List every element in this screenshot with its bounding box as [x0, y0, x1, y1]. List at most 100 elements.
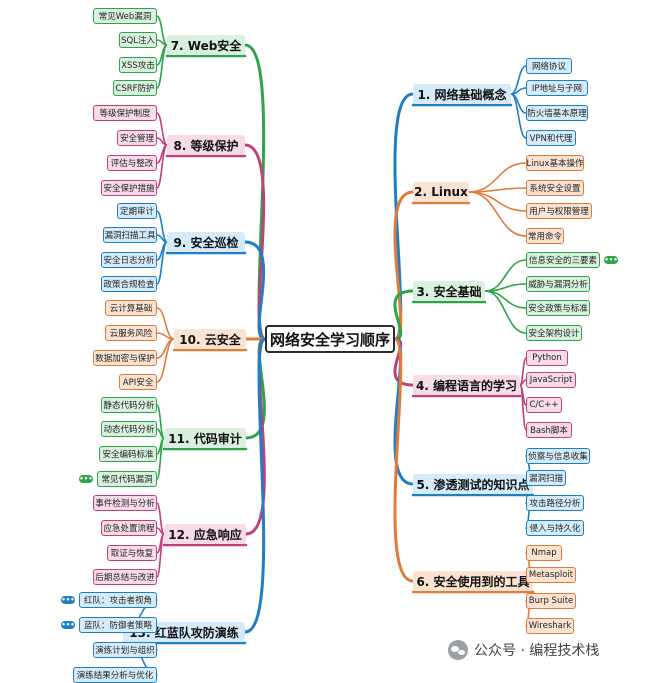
leaf-node-b1-1[interactable]: IP地址与子网 — [526, 80, 588, 96]
leaf-connector-b2-2 — [468, 191, 527, 212]
leaf-node-b13-0-label: 红队：攻击者视角 — [83, 596, 152, 606]
leaf-node-b5-3-label: 侵入与持久化 — [529, 524, 581, 534]
leaf-node-b8-3-label: 安全保护措施 — [103, 184, 155, 194]
leaf-node-b7-1-label: SQL注入 — [121, 36, 155, 46]
leaf-node-b6-1-label: Metasploit — [528, 570, 574, 580]
leaf-node-b5-2-label: 攻击路径分析 — [529, 499, 581, 509]
collapsed-more-indicator[interactable]: ••• — [61, 621, 75, 629]
leaf-node-b3-1[interactable]: 威胁与漏洞分析 — [526, 276, 590, 292]
leaf-node-b11-3[interactable]: 常见代码漏洞 — [97, 471, 157, 487]
leaf-connector-b3-1 — [484, 283, 527, 292]
leaf-node-b1-0[interactable]: 网络协议 — [526, 58, 572, 74]
leaf-node-b7-1[interactable]: SQL注入 — [119, 32, 157, 48]
leaf-node-b2-0[interactable]: Linux基本操作 — [526, 155, 584, 171]
leaf-node-b4-0[interactable]: Python — [526, 350, 568, 366]
leaf-connector-b3-0 — [484, 259, 527, 292]
leaf-node-b7-0[interactable]: 常见Web漏洞 — [93, 8, 157, 24]
leaf-node-b1-2[interactable]: 防火墙基本原理 — [526, 105, 588, 121]
leaf-node-b11-2[interactable]: 安全编码标准 — [99, 446, 157, 462]
branch-connector-b3 — [393, 289, 415, 341]
leaf-node-b6-0[interactable]: Nmap — [526, 545, 562, 561]
branch-node-b1[interactable]: 1. 网络基础概念 — [413, 84, 511, 104]
branch-node-b9[interactable]: 9. 安全巡检 — [167, 232, 245, 252]
leaf-node-b1-3-label: VPN和代理 — [529, 134, 573, 144]
leaf-node-b6-1[interactable]: Metasploit — [526, 567, 576, 583]
leaf-node-b7-2[interactable]: XSS攻击 — [119, 57, 157, 73]
leaf-node-b4-3[interactable]: Bash脚本 — [526, 422, 572, 438]
leaf-node-b7-3[interactable]: CSRF防护 — [113, 80, 157, 96]
leaf-node-b4-1-label: JavaScript — [529, 375, 573, 385]
leaf-node-b1-3[interactable]: VPN和代理 — [526, 130, 576, 146]
branch-node-b12[interactable]: 12. 应急响应 — [164, 524, 246, 544]
leaf-node-b4-0-label: Python — [532, 353, 562, 363]
leaf-node-b5-3[interactable]: 侵入与持久化 — [526, 520, 584, 536]
leaf-node-b3-0[interactable]: 信息安全的三要素 — [526, 252, 600, 268]
leaf-node-b1-0-label: 网络协议 — [531, 62, 566, 72]
leaf-node-b5-2[interactable]: 攻击路径分析 — [526, 495, 584, 511]
branch-node-b8[interactable]: 8. 等级保护 — [167, 135, 245, 155]
branch-node-b7[interactable]: 7. Web安全 — [167, 35, 245, 55]
leaf-connector-b10-1 — [156, 332, 175, 340]
leaf-node-b7-3-label: CSRF防护 — [115, 84, 155, 94]
leaf-node-b10-3[interactable]: API安全 — [119, 374, 157, 390]
leaf-node-b6-3[interactable]: Wireshark — [526, 618, 574, 634]
leaf-node-b2-0-label: Linux基本操作 — [526, 159, 584, 169]
branch-node-b11[interactable]: 11. 代码审计 — [164, 428, 246, 448]
leaf-node-b9-3[interactable]: 政策合规检查 — [101, 276, 157, 292]
leaf-node-b4-1[interactable]: JavaScript — [526, 372, 576, 388]
leaf-connector-b1-3 — [510, 93, 527, 139]
collapsed-more-indicator[interactable]: ••• — [604, 256, 618, 264]
leaf-node-b5-0[interactable]: 侦察与信息收集 — [526, 448, 590, 464]
branch-node-b7-label: 7. Web安全 — [170, 38, 242, 53]
branch-node-b2[interactable]: 2. Linux — [413, 182, 469, 202]
leaf-node-b12-1-label: 应急处置流程 — [103, 524, 155, 534]
leaf-node-b11-1[interactable]: 动态代码分析 — [101, 421, 157, 437]
leaf-node-b3-3[interactable]: 安全架构设计 — [526, 325, 582, 341]
branch-connector-b6 — [393, 337, 415, 583]
leaf-node-b13-1[interactable]: 蓝队：防御者策略 — [79, 617, 157, 633]
leaf-node-b9-2[interactable]: 安全日志分析 — [101, 252, 157, 268]
branch-node-b4[interactable]: 4. 编程语言的学习 — [413, 375, 520, 395]
leaf-node-b12-0[interactable]: 事件检测与分析 — [93, 495, 157, 511]
leaf-node-b8-1-label: 安全管理 — [119, 134, 154, 144]
collapsed-more-indicator[interactable]: ••• — [61, 596, 75, 604]
leaf-node-b8-0[interactable]: 等级保护制度 — [93, 105, 157, 121]
leaf-node-b2-2[interactable]: 用户与权限管理 — [526, 203, 592, 219]
leaf-node-b13-2[interactable]: 演练计划与组织 — [93, 642, 157, 658]
leaf-node-b11-0[interactable]: 静态代码分析 — [101, 397, 157, 413]
collapsed-more-indicator[interactable]: ••• — [79, 475, 93, 483]
branch-node-b12-label: 12. 应急响应 — [168, 527, 242, 542]
leaf-node-b9-1[interactable]: 漏洞扫描工具 — [103, 227, 157, 243]
leaf-node-b13-2-label: 演练计划与组织 — [95, 646, 155, 656]
leaf-node-b12-0-label: 事件检测与分析 — [95, 499, 155, 509]
leaf-node-b12-2[interactable]: 取证与恢复 — [107, 545, 157, 561]
leaf-node-b9-0[interactable]: 定期审计 — [117, 203, 157, 219]
leaf-node-b8-1[interactable]: 安全管理 — [117, 130, 157, 146]
leaf-node-b5-1[interactable]: 漏洞扫描 — [526, 470, 566, 486]
leaf-node-b13-3[interactable]: 演练结果分析与优化 — [73, 667, 157, 683]
leaf-node-b4-2[interactable]: C/C++ — [526, 397, 562, 413]
branch-node-b3[interactable]: 3. 安全基础 — [413, 281, 485, 301]
leaf-connector-b12-0 — [156, 502, 165, 535]
leaf-connector-b7-3 — [156, 44, 168, 89]
leaf-node-b12-3[interactable]: 后期总结与改进 — [93, 569, 157, 585]
leaf-node-b12-1[interactable]: 应急处置流程 — [101, 520, 157, 536]
leaf-node-b6-2[interactable]: Burp Suite — [526, 593, 576, 609]
leaf-node-b12-3-label: 后期总结与改进 — [95, 573, 155, 583]
leaf-node-b13-0[interactable]: 红队：攻击者视角 — [79, 592, 157, 608]
leaf-node-b10-2[interactable]: 数据加密与保护 — [93, 350, 157, 366]
leaf-connector-b8-3 — [156, 144, 168, 189]
branch-node-b10[interactable]: 10. 云安全 — [174, 329, 246, 349]
center-topic[interactable]: 网络安全学习顺序 — [265, 325, 395, 353]
leaf-node-b1-1-label: IP地址与子网 — [531, 84, 583, 94]
leaf-node-b2-1-label: 系统安全设置 — [529, 184, 581, 194]
leaf-node-b8-2[interactable]: 评估与整改 — [107, 155, 157, 171]
branch-node-b5[interactable]: 5. 渗透测试的知识点 — [413, 474, 533, 494]
leaf-node-b10-1[interactable]: 云服务风险 — [105, 325, 157, 341]
leaf-node-b3-2[interactable]: 安全政策与标准 — [526, 300, 590, 316]
leaf-node-b10-0[interactable]: 云计算基础 — [105, 300, 157, 316]
leaf-node-b8-3[interactable]: 安全保护措施 — [101, 180, 157, 196]
leaf-node-b2-3[interactable]: 常用命令 — [526, 228, 564, 244]
branch-node-b6[interactable]: 6. 安全使用到的工具 — [413, 571, 533, 591]
leaf-node-b2-1[interactable]: 系统安全设置 — [526, 180, 584, 196]
